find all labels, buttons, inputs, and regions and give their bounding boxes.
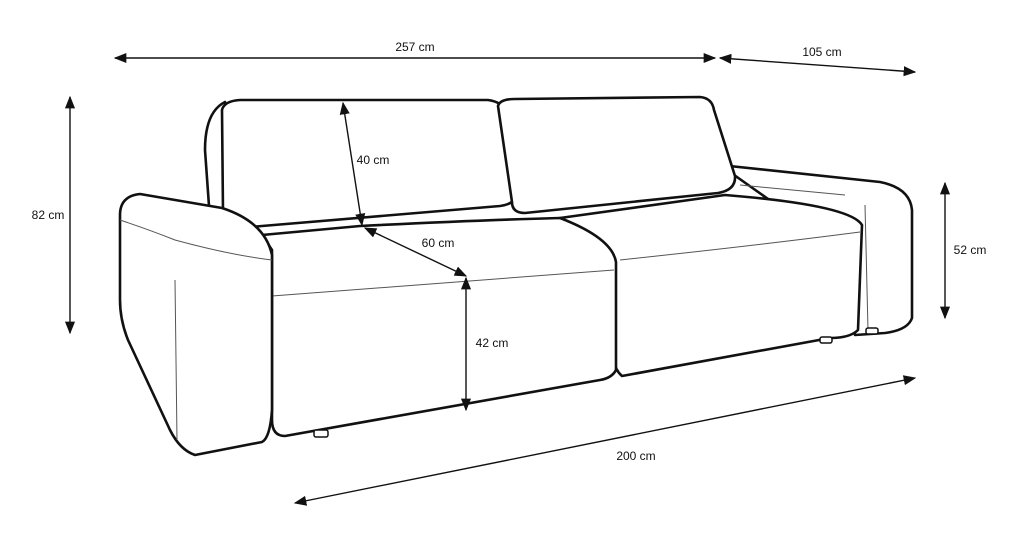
label-armrest-height: 52 cm [954, 243, 987, 257]
dim-arrow-seat-depth [363, 227, 468, 277]
label-total-width: 257 cm [395, 40, 434, 54]
dim-arrow-sleeping-width [293, 375, 917, 506]
label-sleeping-width: 200 cm [616, 449, 655, 463]
sofa-drawing [118, 95, 914, 457]
foot [865, 327, 879, 335]
label-seat-height: 42 cm [476, 336, 509, 350]
label-depth: 105 cm [802, 45, 841, 59]
back-cushion-right [496, 95, 737, 215]
dimension-labels: 257 cm 105 cm 82 cm 40 cm 60 cm 42 cm 52… [32, 40, 987, 463]
dimension-lines [64, 52, 951, 506]
label-seat-depth: 60 cm [422, 236, 455, 250]
dim-arrow-backrest-height [339, 101, 366, 227]
label-backrest-height: 40 cm [357, 153, 390, 167]
left-armrest [118, 192, 274, 457]
foot [819, 336, 833, 344]
foot [313, 429, 329, 438]
label-total-height: 82 cm [32, 208, 65, 222]
right-armrest [718, 163, 914, 337]
seat-cushion-left [260, 216, 618, 438]
dim-arrow-depth [718, 53, 917, 77]
